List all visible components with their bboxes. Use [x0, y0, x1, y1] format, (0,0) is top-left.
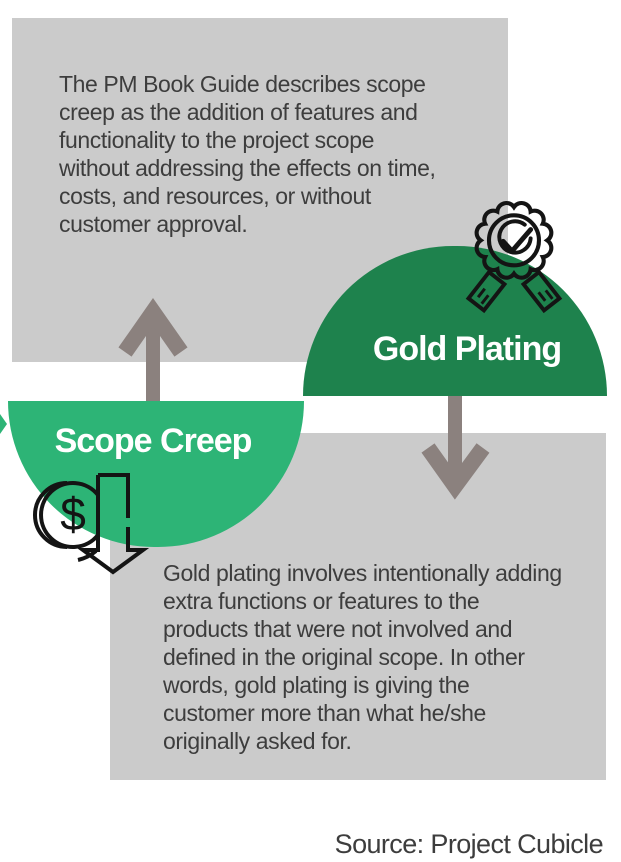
text-line: extra functions or features to the — [163, 588, 480, 614]
text-line: Gold plating involves intentionally addi… — [163, 560, 562, 586]
source-credit: Source: Project Cubicle — [334, 829, 604, 859]
down-arrow-icon — [421, 396, 490, 500]
gold-plating-definition-text: Gold plating involves intentionally addi… — [163, 559, 562, 755]
ribbon-right — [520, 269, 563, 314]
text-line: without addressing the effects on time, — [59, 155, 436, 181]
text-line: originally asked for. — [163, 728, 352, 754]
award-ribbon-check-icon — [465, 200, 563, 314]
text-line: The PM Book Guide describes scope — [59, 71, 426, 97]
scope-creep-definition-box: The PM Book Guide describes scope creep … — [12, 18, 508, 362]
rosette-edge — [474, 200, 554, 280]
up-arrow-icon — [118, 298, 188, 401]
green-edge-sliver — [0, 414, 7, 434]
ribbon-left — [465, 269, 508, 314]
text-line: words, gold plating is giving the — [163, 672, 470, 698]
text-line: functionality to the project scope — [59, 127, 374, 153]
gold-plating-label: Gold Plating — [372, 330, 562, 368]
text-line: products that were not involved and — [163, 616, 513, 642]
text-line: customer more than what he/she — [163, 700, 486, 726]
scope-creep-label: Scope Creep — [54, 422, 253, 460]
scope-creep-definition-text: The PM Book Guide describes scope creep … — [59, 70, 436, 238]
dollar-sign-glyph: $ — [60, 488, 86, 540]
text-line: defined in the original scope. In other — [163, 644, 525, 670]
text-line: creep as the addition of features and — [59, 99, 418, 125]
text-line: costs, and resources, or without — [59, 183, 371, 209]
dollar-decrease-icon: $ — [33, 473, 150, 575]
text-line: customer approval. — [59, 211, 248, 237]
